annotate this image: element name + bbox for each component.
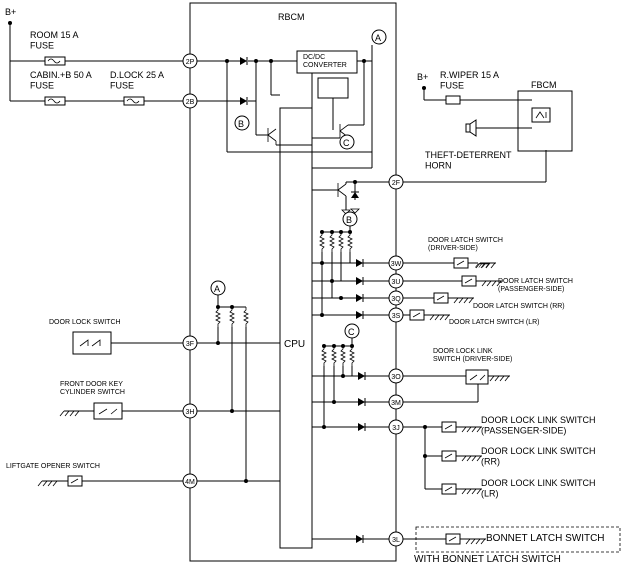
door-lock-link-driver-switch [465,369,489,385]
svg-text:A: A [214,284,220,294]
cpu-label: CPU [284,339,305,350]
pin-4m: 4M [182,473,198,489]
door-latch-driver-label: DOOR LATCH SWITCH(DRIVER-SIDE) [428,237,503,252]
door-lock-link-rr-label: DOOR LOCK LINK SWITCH(RR) [481,446,596,466]
pin-3l: 3L [388,531,404,547]
svg-text:2F: 2F [392,180,400,187]
fbcm-relay [531,107,551,123]
pin-3h: 3H [182,403,198,419]
svg-text:3F: 3F [186,341,194,348]
svg-text:3M: 3M [391,400,401,407]
door-lock-switch [72,331,112,355]
svg-text:3O: 3O [391,374,401,381]
pin-3o: 3O [388,368,404,384]
svg-text:3Q: 3Q [391,296,401,303]
marker-a-top: A [371,29,387,45]
pin-3u: 3U [388,273,404,289]
pin-3w: 3W [388,255,404,271]
pin-2b: 2B [182,93,198,109]
pin-3j: 3J [388,419,404,435]
svg-text:B: B [346,215,352,225]
pin-3s: 3S [388,307,404,323]
dcdc-converter [296,50,358,74]
marker-b-top: B [234,115,250,131]
svg-text:3S: 3S [392,313,401,320]
fbcm-module [517,90,573,152]
fbcm-label: FBCM [531,80,557,90]
pin-3q: 3Q [388,290,404,306]
svg-text:2B: 2B [186,99,195,106]
marker-b-latch: B [342,211,358,227]
rbcm-label: RBCM [278,12,305,22]
svg-text:C: C [343,138,350,148]
svg-text:A: A [375,33,381,43]
door-latch-lr-label: DOOR LATCH SWITCH (LR) [449,319,539,326]
marker-c-top: C [339,134,355,150]
pin-3f: 3F [182,335,198,351]
pin-2p: 2P [182,53,198,69]
b-plus-left: B+ [5,7,16,17]
svg-text:3H: 3H [186,409,195,416]
svg-text:2P: 2P [186,59,195,66]
dlock-fuse [123,96,145,106]
marker-c-link: C [344,323,360,339]
b-plus-right: B+ [417,72,428,82]
rwiper-fuse [445,95,461,105]
door-lock-switch-label: DOOR LOCK SWITCH [49,319,121,326]
door-lock-link-passenger-label: DOOR LOCK LINK SWITCH(PASSENGER-SIDE) [481,415,596,435]
cabin-fuse [44,96,66,106]
door-latch-passenger-label: DOOR LATCH SWITCH(PASSENGER-SIDE) [498,278,573,293]
cpu-block [279,107,313,549]
room-fuse [44,56,66,66]
with-bonnet-label: WITH BONNET LATCH SWITCH [414,554,561,565]
pin-3m: 3M [388,394,404,410]
door-lock-link-lr-label: DOOR LOCK LINK SWITCH(LR) [481,478,596,498]
svg-text:3J: 3J [392,425,399,432]
dcdc-inner-block [317,77,349,99]
horn-icon [465,123,471,133]
front-door-key-switch [93,402,123,420]
svg-text:C: C [348,327,355,337]
svg-text:3L: 3L [392,537,400,544]
svg-text:B: B [238,119,244,129]
door-latch-rr-label: DOOR LATCH SWITCH (RR) [473,303,565,310]
svg-text:3W: 3W [391,261,402,268]
bonnet-latch-label: BONNET LATCH SWITCH [486,533,605,544]
marker-a-lock: A [210,280,226,296]
svg-text:3U: 3U [392,279,401,286]
pin-2f: 2F [388,174,404,190]
svg-text:4M: 4M [185,479,195,486]
liftgate-label: LIFTGATE OPENER SWITCH [6,463,100,470]
